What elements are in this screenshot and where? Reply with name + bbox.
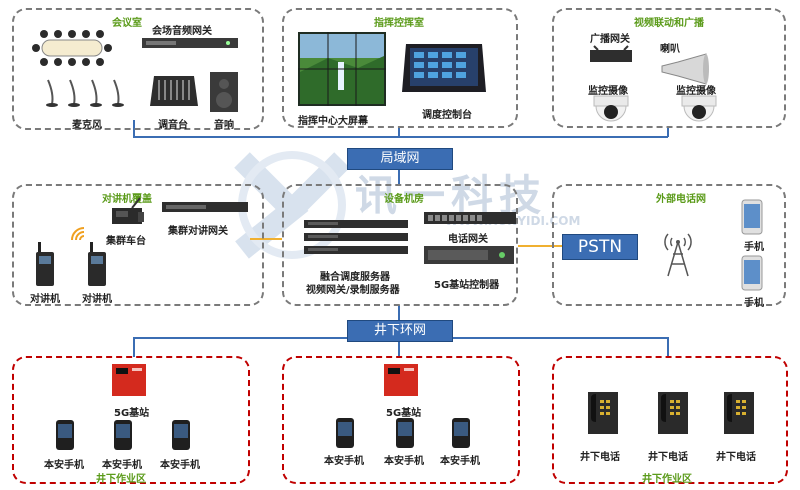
intercom-title: 对讲机覆盖 bbox=[102, 194, 152, 205]
underground-zone-3: 井下电话 井下电话 井下电话 井下作业区 bbox=[552, 356, 788, 485]
ring-drop-zone2 bbox=[398, 337, 400, 357]
mine-phone-2-label: 井下电话 bbox=[648, 452, 688, 463]
ring-drop-zone3 bbox=[667, 337, 669, 357]
safety-phone-2a-label: 本安手机 bbox=[324, 456, 364, 467]
safety-phone-2b-label: 本安手机 bbox=[384, 456, 424, 467]
phone-gateway-label: 电话网关 bbox=[448, 234, 488, 245]
safety-phone-1a-label: 本安手机 bbox=[44, 460, 84, 471]
horn-label: 喇叭 bbox=[660, 44, 680, 55]
broadcast-gateway-label: 广播网关 bbox=[590, 34, 630, 45]
safety-phone-1b-label: 本安手机 bbox=[102, 460, 142, 471]
ring-network-bar: 井下环网 bbox=[347, 320, 453, 342]
phone-gateway-icon bbox=[424, 212, 516, 224]
safety-phone-1c-label: 本安手机 bbox=[160, 460, 200, 471]
horn-speaker-icon bbox=[661, 53, 709, 85]
underground-zone-1: 5G基站 本安手机 本安手机 本安手机 井下作业区 bbox=[12, 356, 250, 485]
meeting-room-title: 会议室 bbox=[112, 18, 142, 29]
big-screen-label: 指挥中心大屏幕 bbox=[298, 116, 368, 127]
ring-drop-zone1 bbox=[133, 337, 135, 357]
safety-phone-1a-icon bbox=[56, 420, 74, 450]
speaker-label: 音响 bbox=[214, 120, 234, 131]
conference-table-icon bbox=[32, 30, 112, 66]
big-screen-icon bbox=[298, 32, 386, 106]
trunk-car-radio-icon bbox=[112, 197, 144, 224]
camera-2-label: 监控摄像 bbox=[676, 86, 716, 97]
base-station-2-label: 5G基站 bbox=[386, 408, 422, 419]
server-to-pstn-line bbox=[518, 245, 564, 247]
mobile-phone-1-icon bbox=[741, 199, 763, 235]
mobile-phone-2-icon bbox=[741, 255, 763, 291]
camera-1-icon bbox=[593, 95, 629, 122]
base-station-controller-icon bbox=[424, 246, 514, 264]
server-to-ring-line bbox=[398, 305, 400, 320]
mixer-label: 调音台 bbox=[158, 120, 188, 131]
base-station-1-label: 5G基站 bbox=[114, 408, 150, 419]
mine-phone-3-label: 井下电话 bbox=[716, 452, 756, 463]
walkie-talkie-2-label: 对讲机 bbox=[82, 294, 112, 305]
mixer-icon bbox=[150, 76, 198, 106]
mine-phone-2-icon bbox=[658, 392, 688, 434]
base-station-2-icon bbox=[384, 364, 418, 396]
underground-area-1-label: 井下作业区 bbox=[96, 474, 146, 485]
server-room-zone: 设备机房 融合调度服务器 视频网关/录制服务器 电话网关 5G基站控制器 bbox=[282, 184, 518, 306]
audio-gateway-icon bbox=[142, 38, 238, 48]
trunk-gateway-icon bbox=[162, 202, 248, 212]
walkie-talkie-1-icon bbox=[36, 242, 54, 286]
safety-phone-2b-icon bbox=[396, 418, 414, 448]
fusion-server-label-1: 融合调度服务器 bbox=[320, 272, 390, 283]
intercom-zone: 对讲机覆盖 集群车台 集群对讲网关 对讲机 对讲机 bbox=[12, 184, 264, 306]
walkie-talkie-1-label: 对讲机 bbox=[30, 294, 60, 305]
lan-backbone-line bbox=[133, 136, 668, 138]
lan-drop-server bbox=[398, 170, 400, 184]
safety-phone-2c-label: 本安手机 bbox=[440, 456, 480, 467]
broadcast-zone: 视频联动和广播 广播网关 喇叭 监控摄像 监控摄像 bbox=[552, 8, 786, 128]
safety-phone-1b-icon bbox=[114, 420, 132, 450]
pstn-bar: PSTN bbox=[562, 234, 638, 260]
mine-phone-3-icon bbox=[724, 392, 754, 434]
meeting-room-zone: 会议室 会场音频网关 麦克风 调音台 音响 bbox=[12, 8, 264, 131]
command-room-zone: 指挥控挥室 指挥中心大屏幕 调度控制台 bbox=[282, 8, 518, 128]
base-station-1-icon bbox=[112, 364, 146, 396]
server-room-title: 设备机房 bbox=[384, 194, 424, 205]
safety-phone-1c-icon bbox=[172, 420, 190, 450]
fusion-server-label-2: 视频网关/录制服务器 bbox=[306, 285, 400, 296]
camera-2-icon bbox=[681, 95, 717, 122]
safety-phone-2a-icon bbox=[336, 418, 354, 448]
walkie-talkie-2-icon bbox=[88, 242, 106, 286]
camera-1-label: 监控摄像 bbox=[588, 86, 628, 97]
signal-waves-icon bbox=[71, 227, 85, 241]
underground-area-3-label: 井下作业区 bbox=[642, 474, 692, 485]
underground-zone-2: 5G基站 本安手机 本安手机 本安手机 bbox=[282, 356, 520, 484]
microphone-label: 麦克风 bbox=[72, 120, 102, 131]
fusion-server-stack-icon bbox=[304, 220, 408, 254]
dispatch-console-icon bbox=[402, 44, 486, 92]
lan-drop-broadcast bbox=[667, 127, 669, 137]
mobile-phone-1-label: 手机 bbox=[744, 242, 764, 253]
intercom-to-server-line bbox=[250, 238, 282, 240]
base-station-controller-label: 5G基站控制器 bbox=[434, 280, 500, 291]
speaker-icon bbox=[210, 72, 238, 112]
mobile-phone-2-label: 手机 bbox=[744, 298, 764, 309]
safety-phone-2c-icon bbox=[452, 418, 470, 448]
mine-phone-1-icon bbox=[588, 392, 618, 434]
broadcast-title: 视频联动和广播 bbox=[634, 18, 704, 29]
dispatch-console-label: 调度控制台 bbox=[422, 110, 472, 121]
external-phone-title: 外部电话网 bbox=[656, 194, 706, 205]
trunk-car-radio-label: 集群车台 bbox=[106, 236, 146, 247]
mine-phone-1-label: 井下电话 bbox=[580, 452, 620, 463]
command-room-title: 指挥控挥室 bbox=[374, 18, 424, 29]
microphones-icon bbox=[46, 79, 124, 107]
cell-tower-icon bbox=[664, 233, 692, 277]
external-phone-zone: 外部电话网 手机 手机 bbox=[552, 184, 786, 309]
lan-network-bar: 局域网 bbox=[347, 148, 453, 170]
audio-gateway-label: 会场音频网关 bbox=[152, 26, 212, 37]
lan-drop-command bbox=[398, 127, 400, 137]
broadcast-gateway-icon bbox=[590, 45, 632, 62]
trunk-gateway-label: 集群对讲网关 bbox=[168, 226, 228, 237]
